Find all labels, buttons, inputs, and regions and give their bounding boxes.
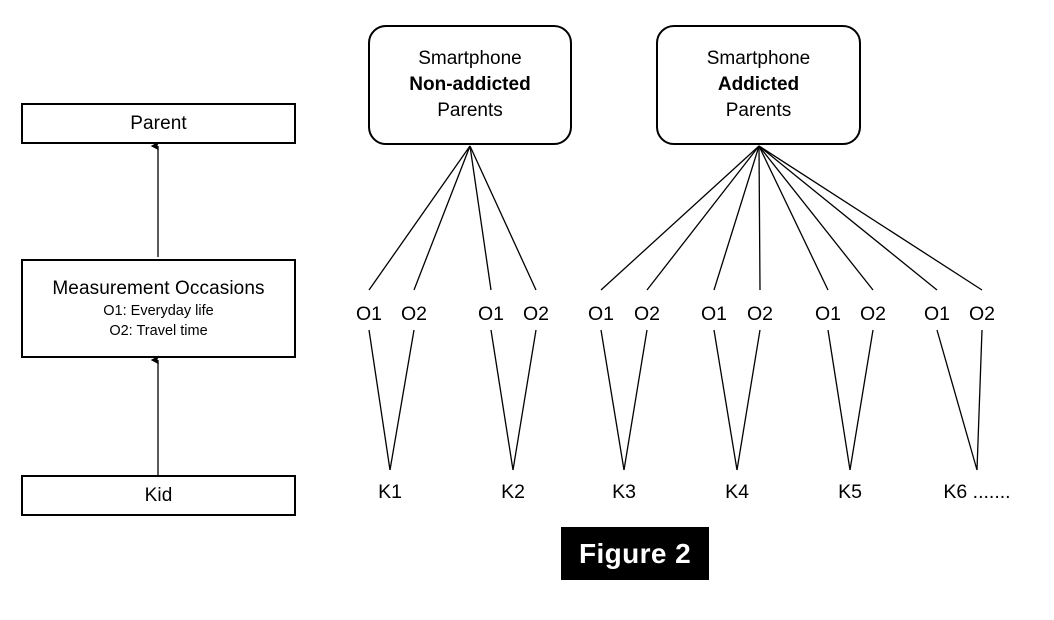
- group-non-addicted-line1: Smartphone: [418, 48, 522, 69]
- edge-non-addicted-to-K1-O2: [413, 145, 471, 291]
- legend-measurement-o1: O1: Everyday life: [103, 302, 214, 319]
- kid-label-K4: K4: [725, 481, 749, 503]
- occasion-label-K2-O2: O2: [522, 303, 550, 325]
- occasion-label-K1-O2: O2: [400, 303, 428, 325]
- parent-to-occasion-edges: [368, 145, 983, 291]
- legend-measurement-title: Measurement Occasions: [52, 277, 265, 299]
- group-addicted-line1: Smartphone: [706, 48, 811, 69]
- legend-node-measurement-occasions: Measurement Occasions O1: Everyday life …: [21, 259, 296, 358]
- group-node-addicted-parents: Smartphone Addicted Parents: [656, 25, 861, 145]
- edge-addicted-to-K4-O2: [758, 145, 761, 291]
- edge-addicted-to-K5-O2: [758, 145, 874, 291]
- legend-measurement-o2: O2: Travel time: [109, 322, 208, 339]
- edge-O2-to-K6: [976, 329, 983, 471]
- figure-caption: Figure 2: [561, 527, 709, 580]
- edge-O2-to-K5: [849, 329, 874, 471]
- occasion-label-K6-O1: O1: [923, 303, 951, 325]
- edge-non-addicted-to-K1-O1: [368, 145, 471, 291]
- edge-O1-to-K1: [368, 329, 391, 471]
- kid-label-K1: K1: [378, 481, 402, 503]
- edge-addicted-to-K3-O2: [646, 145, 760, 291]
- occasion-label-K4-O1: O1: [700, 303, 728, 325]
- edge-addicted-to-K6-O1: [758, 145, 938, 291]
- edge-O1-to-K4: [713, 329, 738, 471]
- edge-addicted-to-K5-O1: [758, 145, 829, 291]
- edge-O1-to-K2: [490, 329, 514, 471]
- edge-O1-to-K6: [936, 329, 978, 471]
- edge-O1-to-K5: [827, 329, 851, 471]
- occasion-label-K3-O1: O1: [587, 303, 615, 325]
- legend-parent-title: Parent: [130, 112, 187, 134]
- edge-non-addicted-to-K2-O2: [469, 145, 537, 291]
- occasion-label-K5-O1: O1: [814, 303, 842, 325]
- edge-O1-to-K3: [600, 329, 625, 471]
- occasion-label-K2-O1: O1: [477, 303, 505, 325]
- edge-O2-to-K2: [512, 329, 537, 471]
- legend-kid-title: Kid: [144, 484, 173, 506]
- occasion-label-K6-O2: O2: [968, 303, 996, 325]
- edge-addicted-to-K4-O1: [713, 145, 760, 291]
- legend-node-parent: Parent: [21, 103, 296, 144]
- occasion-label-K1-O1: O1: [355, 303, 383, 325]
- kid-label-K3: K3: [612, 481, 636, 503]
- edge-non-addicted-to-K2-O1: [469, 145, 492, 291]
- kid-label-K2: K2: [501, 481, 525, 503]
- group-non-addicted-line2: Non-addicted: [409, 74, 531, 95]
- group-addicted-line3: Parents: [725, 100, 792, 121]
- group-node-non-addicted-parents: Smartphone Non-addicted Parents: [368, 25, 572, 145]
- occasion-label-K4-O2: O2: [746, 303, 774, 325]
- edge-O2-to-K4: [736, 329, 761, 471]
- edge-addicted-to-K3-O1: [600, 145, 760, 291]
- legend-node-kid: Kid: [21, 475, 296, 516]
- kid-label-K6: K6 .......: [943, 481, 1011, 503]
- edge-O2-to-K1: [389, 329, 415, 471]
- group-non-addicted-line3: Parents: [437, 100, 503, 121]
- occasion-to-kid-edges: [368, 329, 983, 471]
- occasion-label-K5-O2: O2: [859, 303, 887, 325]
- edge-addicted-to-K6-O2: [758, 145, 983, 291]
- occasion-label-K3-O2: O2: [633, 303, 661, 325]
- group-addicted-line2: Addicted: [717, 74, 800, 95]
- kid-label-K5: K5: [838, 481, 862, 503]
- edge-O2-to-K3: [623, 329, 648, 471]
